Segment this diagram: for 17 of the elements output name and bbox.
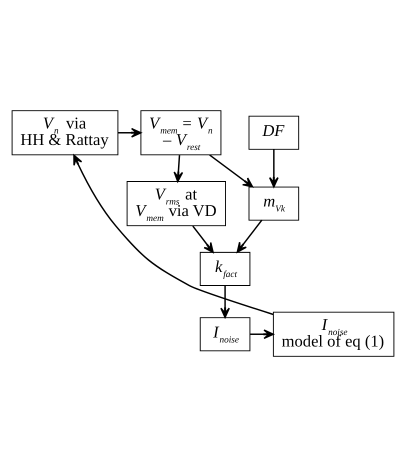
node-box: V$_{mem}$ = V$_{n}$ – V$_{rest}$: [140, 110, 222, 155]
node-box: V$_{n}$ via HH & Rattay: [12, 110, 118, 155]
node-box: m$_{Vk}$: [248, 186, 300, 220]
arrow: [118, 127, 142, 138]
node-box: V$_{rms}$ at V$_{mem}$ via VD: [126, 180, 226, 226]
arrow: [220, 285, 230, 318]
arrow: [236, 219, 262, 252]
arrow: [192, 225, 214, 253]
arrow: [250, 328, 274, 339]
node-box: DF: [248, 115, 300, 150]
node-box: I$_{noise}$ model of eq (1): [272, 311, 394, 356]
node-box: k$_{fact}$: [200, 251, 250, 286]
node-box: I$_{noise}$: [200, 316, 250, 351]
arrow: [73, 154, 274, 315]
arrow: [268, 148, 279, 188]
arrow: [209, 154, 254, 188]
arrow: [173, 154, 184, 182]
